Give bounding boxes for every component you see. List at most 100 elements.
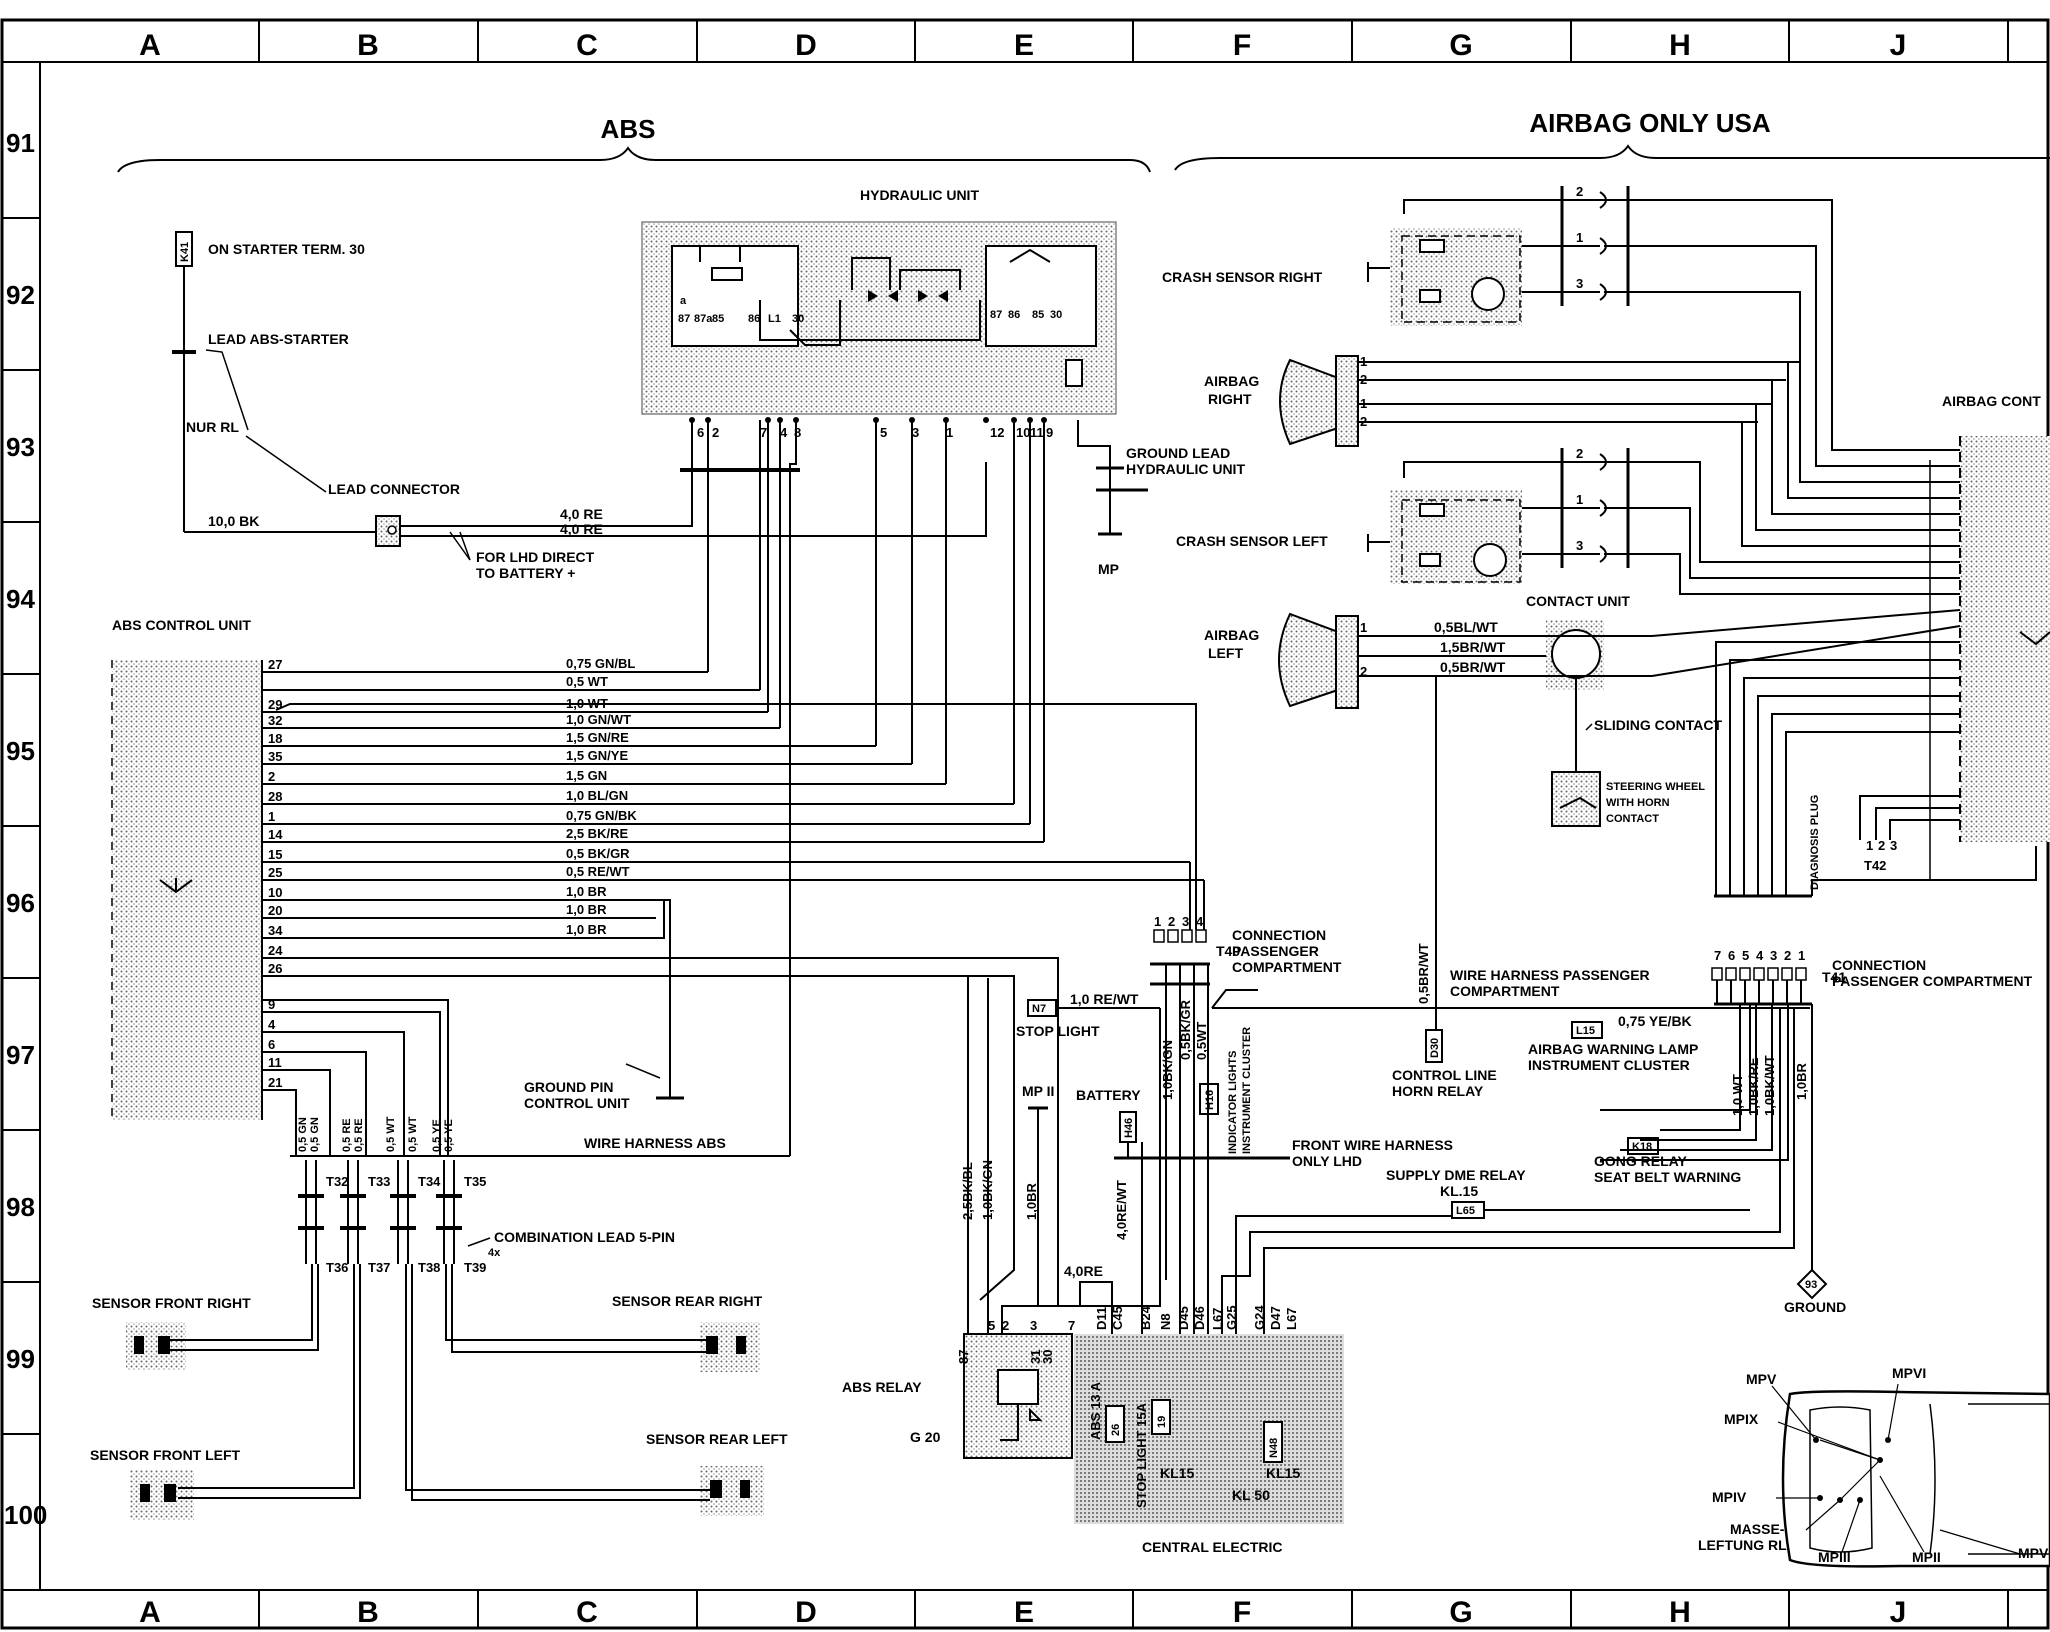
lead-abs-starter-label: LEAD ABS-STARTER	[208, 331, 349, 347]
wire	[1263, 1008, 1795, 1334]
harness-pass-label-2: COMPARTMENT	[1450, 983, 1560, 999]
airbag-control-label: AIRBAG CONT	[1942, 393, 2041, 409]
airbag-left-label-1: AIRBAG	[1204, 627, 1259, 643]
airbag-v-wire-1: 1,0BK/RE	[1746, 1057, 1761, 1116]
ground-lead-label-2: HYDRAULIC UNIT	[1126, 461, 1245, 477]
control-line-label-1: CONTROL LINE	[1392, 1067, 1497, 1083]
column-letters-bottom: A B C D E F G H J	[139, 1596, 1906, 1629]
t40-conn-3: COMPARTMENT	[1232, 959, 1342, 975]
ecu-pin-24: 24	[268, 943, 283, 958]
connection-t40: T40 CONNECTION PASSENGER COMPARTMENT 1 2…	[1150, 914, 1342, 986]
hu-pin-a: a	[680, 295, 687, 307]
contact-unit-label: CONTACT UNIT	[1526, 593, 1630, 609]
abs-wire-label-3: 1,0 GN/WT	[566, 712, 631, 727]
row-numbers: 91 92 93 94 95 96 97 98 99 100	[4, 128, 47, 1530]
t41-pin-box	[1795, 967, 1807, 981]
abs-wire-label-13: 1,0 BR	[566, 902, 607, 917]
ecu-pin-10: 10	[268, 885, 282, 900]
wire	[1604, 245, 1960, 467]
ce-pin-9: D47	[1268, 1306, 1283, 1330]
col-b-bottom: B	[357, 1596, 379, 1629]
t40-pin-2: 2	[1168, 914, 1175, 929]
crash-right-label: CRASH SENSOR RIGHT	[1162, 269, 1323, 285]
sensor-front-right	[126, 1264, 319, 1370]
fuse-26: 26	[1110, 1424, 1122, 1436]
d30-tag: D30	[1429, 1038, 1441, 1058]
starter-term-label: ON STARTER TERM. 30	[208, 241, 365, 257]
t40-pin-3: 3	[1182, 914, 1189, 929]
h16-tag: H16	[1204, 1090, 1216, 1110]
wire	[1771, 713, 1960, 896]
ecu-pin-28: 28	[268, 789, 282, 804]
relay-pin-5: 5	[988, 1318, 995, 1333]
wire-bl-wt-label: 0,5BL/WT	[1434, 619, 1498, 635]
airbag-heading: AIRBAG ONLY USA	[1529, 108, 1770, 138]
abs-wire-bundle: 0,75 GN/BL0,5 WT1,0 WT1,0 GN/WT1,5 GN/RE…	[262, 420, 1205, 1306]
wire	[262, 999, 449, 1156]
airbag-control-unit: AIRBAG CONT	[1942, 393, 2050, 842]
wire	[1889, 819, 1960, 840]
combo-t-top-2: T34	[418, 1174, 441, 1189]
wire	[1651, 609, 1961, 637]
ecu-pin-14: 14	[268, 827, 283, 842]
row-97: 97	[6, 1040, 35, 1070]
relay-pin-2: 2	[1002, 1318, 1009, 1333]
indicator-lights: 1,0BK/GN 0,5BK/GR 0,5WT H16 INDICATOR LI…	[1160, 999, 1253, 1154]
col-j-bottom: J	[1890, 1596, 1907, 1629]
abs-wire-label-1: 0,5 WT	[566, 674, 608, 689]
col-h-bottom: H	[1669, 1596, 1691, 1629]
abs-wire-label-14: 1,0 BR	[566, 922, 607, 937]
wire	[1787, 361, 1960, 499]
harness-pass-label-1: WIRE HARNESS PASSENGER	[1450, 967, 1650, 983]
ecu-pin-2: 2	[268, 769, 275, 784]
ce-pin-3: N8	[1158, 1313, 1173, 1330]
sensor-rear-right	[445, 1264, 760, 1372]
combo-t-bottom-0: T36	[326, 1260, 348, 1275]
ground-pin-control-unit: GROUND PIN CONTROL UNIT	[524, 1063, 684, 1111]
row-94: 94	[6, 584, 35, 614]
ecu-pin-21: 21	[268, 1075, 282, 1090]
hu-pin-l1: L1	[768, 313, 781, 325]
col-g-bottom: G	[1449, 1596, 1472, 1629]
t40-conn-2: PASSENGER	[1232, 943, 1319, 959]
crash-sensor-pin-0-2: 3	[1576, 276, 1583, 291]
wire-ye-bk-label: 0,75 YE/BK	[1618, 1013, 1692, 1029]
wire	[1715, 641, 1960, 896]
column-letters-top: A B C D E F G H J	[139, 29, 1906, 62]
abs-brace	[117, 146, 1151, 173]
sensor-wire-label-7: 0,5 YE	[443, 1119, 455, 1152]
ecu-pin-26: 26	[268, 961, 282, 976]
sensor-rear-left	[405, 1264, 764, 1516]
kl50-label: KL 50	[1232, 1487, 1270, 1503]
t41-pin-4: 4	[1756, 948, 1764, 963]
wire	[1640, 1004, 1757, 1141]
hu-out-7: 7	[760, 425, 767, 440]
ground-lead-hydraulic: GROUND LEAD HYDRAULIC UNIT MP	[1077, 420, 1245, 577]
hu-pin-87a: 87a	[694, 313, 713, 325]
wire-bk-gn-label: 1,0BK/GN	[1160, 1040, 1175, 1100]
abs-wire-label-9: 2,5 BK/RE	[566, 826, 628, 841]
combination-lead-label: COMBINATION LEAD 5-PIN	[494, 1229, 675, 1245]
hu-out-6: 6	[697, 425, 704, 440]
ground-lead-label-1: GROUND LEAD	[1126, 445, 1230, 461]
front-harness-label-2: ONLY LHD	[1292, 1153, 1362, 1169]
ce-pin-4: D45	[1176, 1306, 1191, 1330]
car-label-mpiv: MPIV	[1712, 1489, 1747, 1505]
sensor-wire-label-3: 0,5 RE	[353, 1118, 365, 1152]
airbag-left-pin-2: 2	[1360, 664, 1367, 679]
combo-t-top-0: T32	[326, 1174, 348, 1189]
ecu-pin-20: 20	[268, 903, 282, 918]
abs-wire-label-8: 0,75 GN/BK	[566, 808, 637, 823]
ecu-pin-6: 6	[268, 1037, 275, 1052]
abs-wire-label-5: 1,5 GN/YE	[566, 748, 628, 763]
airbag-v-wire-2: 1,0BK/WT	[1762, 1055, 1777, 1116]
t41-pin-box	[1781, 967, 1793, 981]
t40-pin-4: 4	[1196, 914, 1204, 929]
ecu-pin-25: 25	[268, 865, 282, 880]
t41-label: T41	[1822, 969, 1846, 985]
wire	[1741, 421, 1960, 547]
